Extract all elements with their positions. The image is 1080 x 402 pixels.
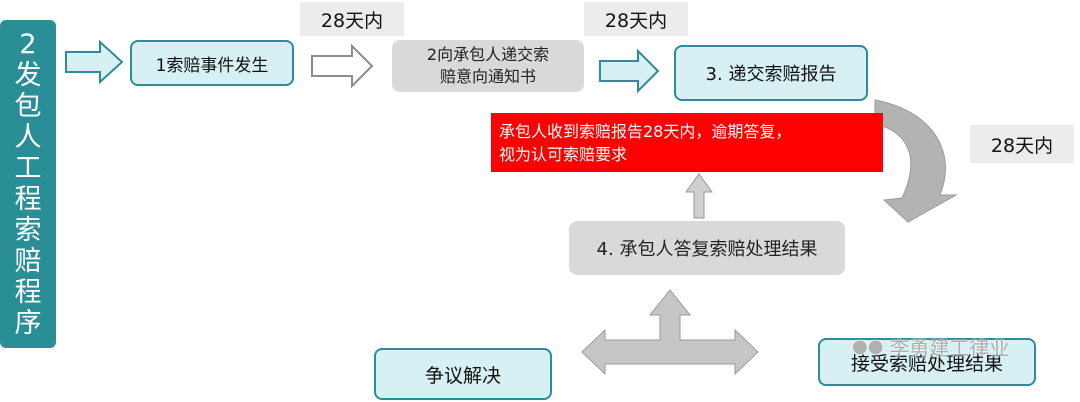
step4-box: 4. 承包人答复索赔处理结果 bbox=[569, 221, 845, 275]
step3-label: 3. 递交索赔报告 bbox=[705, 64, 837, 85]
arrow-up-icon bbox=[685, 173, 713, 219]
step2-label-line2: 赔意向通知书 bbox=[439, 67, 536, 86]
arrow-right-icon bbox=[599, 48, 660, 94]
step1-box: 1索赔事件发生 bbox=[130, 40, 294, 86]
curved-arrow-icon bbox=[874, 99, 958, 223]
watermark: ●● 李勇建工律业 bbox=[852, 328, 1009, 364]
arrow-right-icon bbox=[311, 43, 374, 89]
step3-box: 3. 递交索赔报告 bbox=[674, 45, 868, 101]
title-char: 索 bbox=[14, 215, 42, 246]
title-char: 2 bbox=[19, 29, 37, 60]
accept-label: 接受索赔处理结果 bbox=[850, 352, 1003, 375]
step1-label: 1索赔事件发生 bbox=[155, 55, 269, 76]
title-char: 程 bbox=[14, 277, 42, 308]
arrow-right-icon bbox=[65, 39, 124, 85]
step2-label-line1: 2向承包人递交索 bbox=[426, 45, 550, 64]
dispute-box: 争议解决 bbox=[374, 348, 552, 400]
title-char: 工 bbox=[14, 153, 42, 184]
step4-label: 4. 承包人答复索赔处理结果 bbox=[596, 239, 818, 260]
three-way-arrow-icon bbox=[581, 289, 759, 376]
red-note-line2: 视为认可索赔要求 bbox=[499, 144, 628, 164]
time-label-3: 28天内 bbox=[970, 125, 1074, 163]
accept-box: 接受索赔处理结果 bbox=[818, 338, 1036, 386]
title-char: 人 bbox=[14, 122, 42, 153]
watermark-text: 李勇建工律业 bbox=[889, 335, 1010, 360]
dispute-label: 争议解决 bbox=[424, 364, 501, 387]
time-label-1: 28天内 bbox=[300, 2, 404, 36]
red-note: 承包人收到索赔报告28天内，逾期答复， 视为认可索赔要求 bbox=[491, 113, 883, 172]
title-char: 序 bbox=[14, 308, 42, 339]
title-char: 程 bbox=[14, 184, 42, 215]
title-char: 发 bbox=[14, 60, 42, 91]
time-label-2: 28天内 bbox=[584, 2, 688, 36]
step2-box: 2向承包人递交索 赔意向通知书 bbox=[392, 40, 584, 92]
red-note-line1: 承包人收到索赔报告28天内，逾期答复， bbox=[499, 121, 792, 141]
wechat-icon: ●● bbox=[852, 335, 884, 357]
title-char: 赔 bbox=[14, 246, 42, 277]
title-char: 包 bbox=[14, 91, 42, 122]
